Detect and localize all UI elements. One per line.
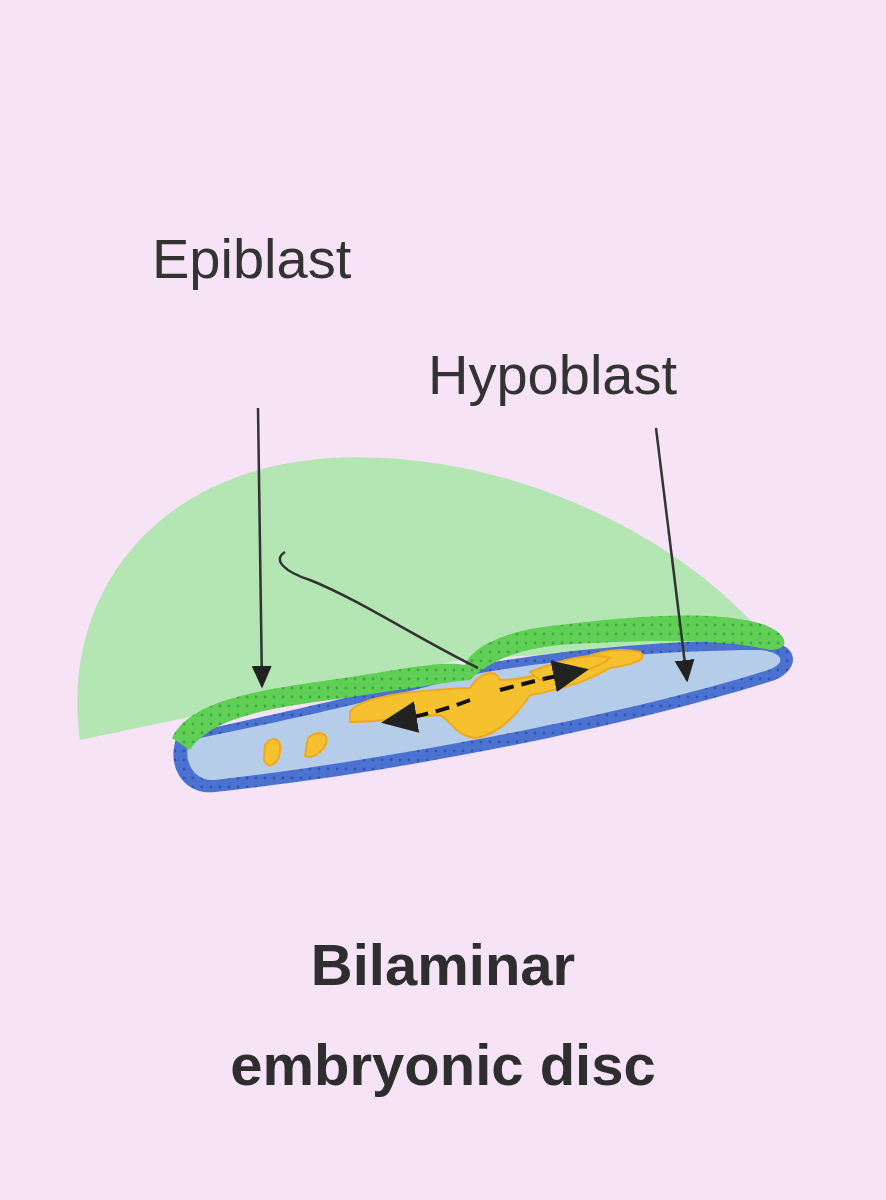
epiblast-layer <box>172 616 784 750</box>
leader-line <box>656 428 687 680</box>
disc-interior <box>187 650 780 780</box>
streak-line <box>280 552 478 668</box>
migrating-cells <box>264 650 643 765</box>
part-label: Epiblast <box>152 226 351 291</box>
migration-arrow <box>385 700 470 722</box>
caption: Bilaminar embryonic disc <box>163 915 723 1115</box>
migration-arrow <box>500 670 585 690</box>
leader-line <box>258 408 262 686</box>
part-label: Hypoblast <box>428 342 677 407</box>
